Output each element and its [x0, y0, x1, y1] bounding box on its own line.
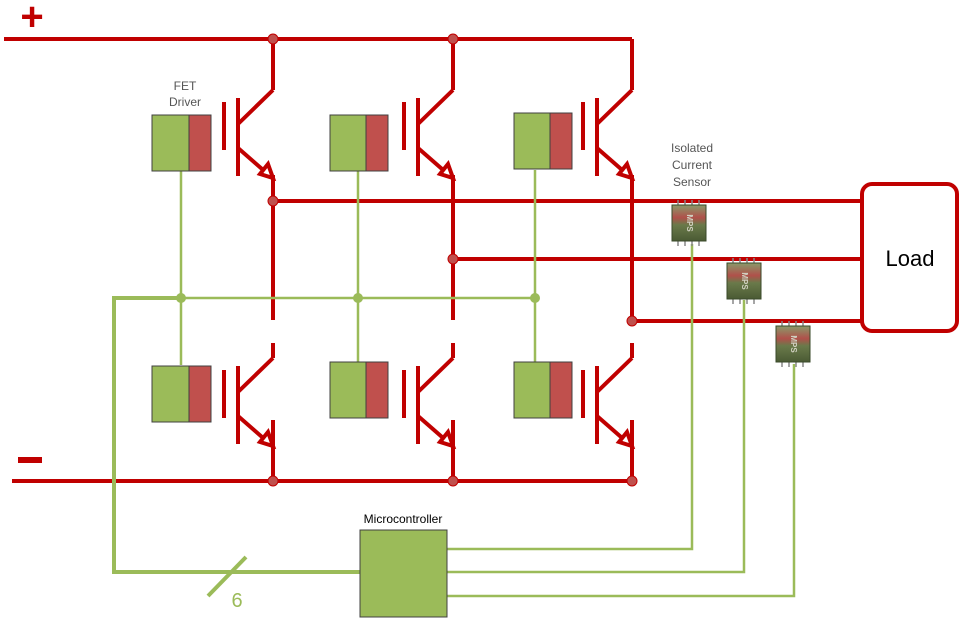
sensor-label-line2: Current — [672, 158, 713, 172]
load-box — [860, 182, 959, 333]
signal-junctions — [176, 293, 540, 303]
positive-rail-symbol: + — [20, 0, 43, 39]
fet-driver-label-line1: FET — [174, 79, 197, 93]
transistor-high-b — [402, 75, 457, 182]
negative-rail-symbol — [18, 457, 42, 463]
svg-text:MPS: MPS — [740, 272, 749, 290]
fet-driver-label-line2: Driver — [169, 95, 201, 109]
current-sensor-chip-3: MPS — [775, 321, 811, 367]
fet-driver-high-a — [151, 114, 212, 172]
transistor-array — [222, 75, 636, 450]
fet-driver-high-c — [513, 112, 573, 170]
bus-width-label: 6 — [231, 590, 242, 612]
control-bus — [112, 296, 360, 598]
fet-drivers — [151, 112, 573, 423]
fet-driver-low-a — [151, 365, 212, 423]
load-label: Load — [886, 246, 935, 271]
sensor-label-line1: Isolated — [671, 141, 713, 155]
current-sensor-chip-1: MPS — [671, 200, 707, 246]
transistor-low-a — [222, 343, 277, 450]
current-sensor-chip-2: MPS — [726, 258, 762, 304]
fet-driver-high-b — [329, 114, 389, 172]
microcontroller-box — [359, 529, 448, 618]
transistor-high-a — [222, 75, 277, 182]
svg-text:MPS: MPS — [685, 214, 694, 232]
transistor-low-c — [581, 343, 636, 450]
transistor-high-c — [581, 75, 636, 182]
fet-driver-low-b — [329, 361, 389, 419]
transistor-low-b — [402, 343, 457, 450]
microcontroller-label: Microcontroller — [364, 512, 443, 526]
svg-text:MPS: MPS — [789, 335, 798, 353]
current-sensors: MPS MPS MPS — [671, 200, 811, 367]
sensor-label-line3: Sensor — [673, 175, 711, 189]
fet-driver-low-c — [513, 361, 573, 419]
junction-dots — [267, 33, 638, 487]
